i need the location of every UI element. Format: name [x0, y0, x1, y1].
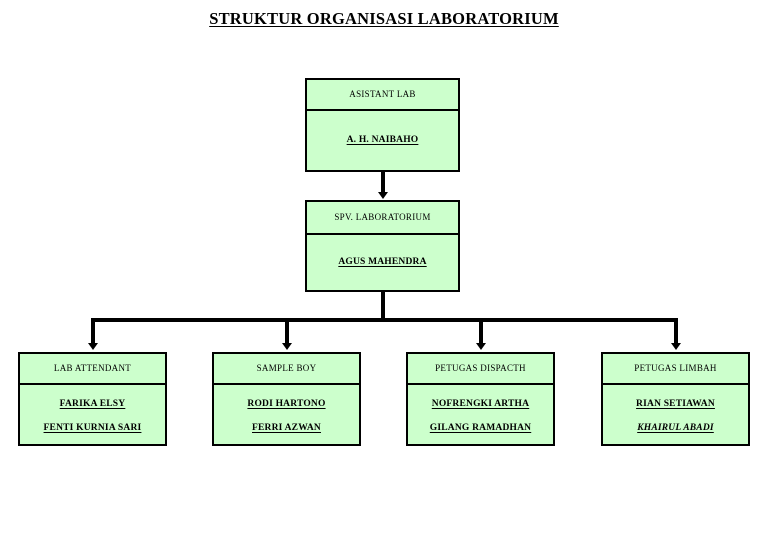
page-title: STRUKTUR ORGANISASI LABORATORIUM	[209, 9, 559, 28]
org-node-role-label: PETUGAS DISPACTH	[408, 354, 553, 385]
person-name: FARIKA ELSY	[59, 399, 126, 410]
arrowhead-icon	[671, 343, 681, 350]
person-name: AGUS MAHENDRA	[338, 257, 427, 268]
person-name: NOFRENGKI ARTHA	[431, 399, 530, 410]
org-node-people: RODI HARTONO FERRI AZWAN	[214, 385, 359, 444]
connector-spv-to-bus	[381, 292, 385, 322]
person-name: FENTI KURNIA SARI	[43, 423, 142, 433]
arrowhead-icon	[88, 343, 98, 350]
org-node-petugas-limbah[interactable]: PETUGAS LIMBAH RIAN SETIAWAN KHAIRUL ABA…	[601, 352, 750, 446]
org-node-role-label: ASISTANT LAB	[307, 80, 458, 111]
person-name: A. H. NAIBAHO	[346, 135, 419, 146]
connector-bus-to-sample-boy	[285, 318, 289, 345]
org-node-asistant-lab[interactable]: ASISTANT LAB A. H. NAIBAHO	[305, 78, 460, 172]
connector-bus-to-petugas-dispacth	[479, 318, 483, 345]
org-node-role-label: LAB ATTENDANT	[20, 354, 165, 385]
org-node-role-label: SPV. LABORATORIUM	[307, 202, 458, 235]
org-node-lab-attendant[interactable]: LAB ATTENDANT FARIKA ELSY FENTI KURNIA S…	[18, 352, 167, 446]
org-node-people: NOFRENGKI ARTHA GILANG RAMADHAN	[408, 385, 553, 444]
connector-bus-to-petugas-limbah	[674, 318, 678, 345]
person-name: GILANG RAMADHAN	[429, 423, 532, 433]
arrowhead-icon	[282, 343, 292, 350]
org-node-role-label: SAMPLE BOY	[214, 354, 359, 385]
org-node-people: FARIKA ELSY FENTI KURNIA SARI	[20, 385, 165, 444]
arrowhead-icon	[476, 343, 486, 350]
connector-horizontal-bus	[91, 318, 678, 322]
person-name: RODI HARTONO	[247, 399, 326, 410]
org-node-petugas-dispacth[interactable]: PETUGAS DISPACTH NOFRENGKI ARTHA GILANG …	[406, 352, 555, 446]
org-node-spv-laboratorium[interactable]: SPV. LABORATORIUM AGUS MAHENDRA	[305, 200, 460, 292]
connector-bus-to-lab-attendant	[91, 318, 95, 345]
arrowhead-icon	[378, 192, 388, 199]
person-name: KHAIRUL ABADI	[637, 423, 714, 433]
org-node-people: A. H. NAIBAHO	[307, 111, 458, 170]
person-name: RIAN SETIAWAN	[636, 399, 715, 410]
org-node-people: AGUS MAHENDRA	[307, 235, 458, 290]
org-node-role-label: PETUGAS LIMBAH	[603, 354, 748, 385]
person-name: FERRI AZWAN	[252, 423, 321, 433]
org-node-people: RIAN SETIAWAN KHAIRUL ABADI	[603, 385, 748, 444]
connector-asistant-to-spv	[381, 172, 385, 194]
org-node-sample-boy[interactable]: SAMPLE BOY RODI HARTONO FERRI AZWAN	[212, 352, 361, 446]
